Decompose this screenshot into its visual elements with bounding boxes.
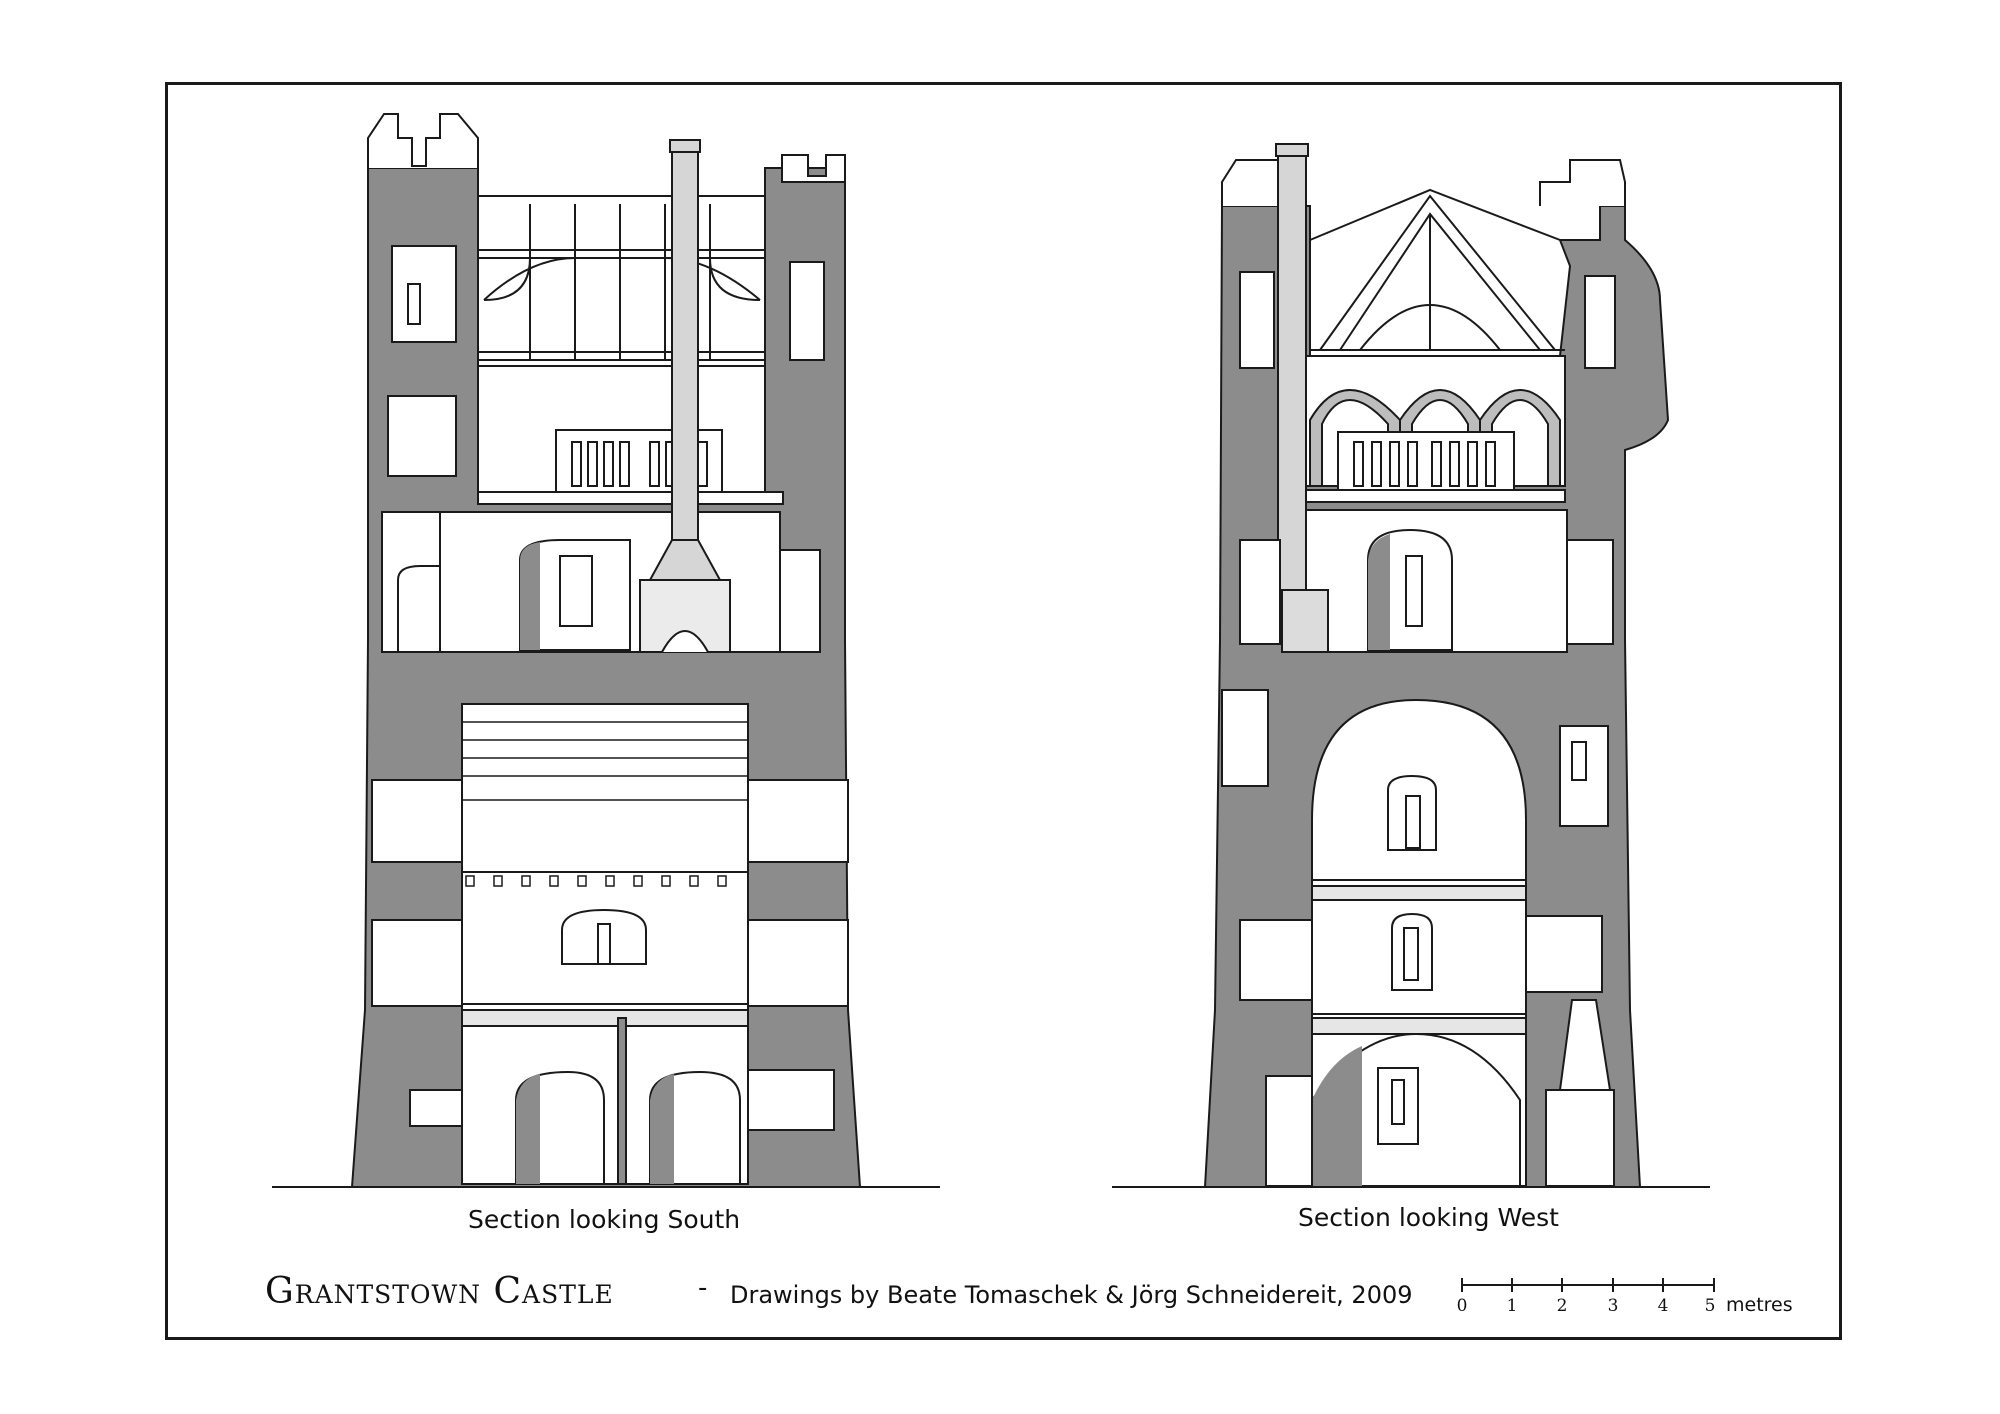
south-wall-chamber-2 [387,395,457,477]
scale-tick-label: 5 [1704,1296,1716,1316]
scale-tick-label: 0 [1456,1296,1468,1316]
drawing-title: Grantstown Castle [265,1271,614,1312]
south-section [272,113,940,1188]
south-chimney [671,151,699,553]
south-left-passage-1 [371,779,463,863]
west-left-recess-2 [1239,539,1281,645]
west-left-recess-1 [1239,271,1275,369]
south-barrel-vault [461,703,749,873]
scale-unit-label: metres [1726,1294,1793,1316]
south-vault-right [649,1070,741,1184]
west-left-stair [1221,689,1269,787]
west-section [1112,143,1710,1188]
west-section-caption: Section looking West [1298,1203,1559,1232]
scale-tick-label: 2 [1556,1296,1568,1316]
west-roof-truss [1309,188,1572,357]
title-separator: - [698,1273,708,1303]
scale-bar [1461,1278,1715,1292]
south-right-passage-2 [747,919,849,1007]
south-vault-left [515,1070,605,1184]
south-right-battlement [781,154,846,183]
south-right-recess-1 [789,261,825,361]
west-floor-beam [1279,489,1566,503]
west-balcony [1337,431,1515,491]
scale-tick-label: 3 [1607,1296,1619,1316]
south-wall-chamber-1 [391,245,457,343]
south-left-passage-2 [371,919,463,1007]
west-right-recess-2 [1566,539,1614,645]
drawing-credit: Drawings by Beate Tomaschek & Jörg Schne… [730,1281,1413,1309]
south-right-recess-2 [779,549,821,653]
west-right-passage [1525,915,1603,993]
west-stone-fireplace [1281,589,1329,653]
south-chimney-top [669,139,701,153]
west-left-passage [1239,919,1313,1001]
south-section-caption: Section looking South [468,1205,741,1234]
south-roof-timbers [477,195,766,367]
scale-tick-label: 4 [1657,1296,1669,1316]
west-ground-left-passage [1265,1075,1313,1187]
south-left-battlement [367,113,479,168]
west-right-recess-1 [1584,275,1616,369]
west-right-battlement [1539,159,1626,206]
south-wall-chamber-3 [381,511,441,653]
south-window [559,555,593,627]
west-entrance [1545,1089,1615,1187]
west-chimney-top [1275,143,1309,157]
south-right-passage-1 [747,779,849,863]
south-ground-left-passage [409,1089,463,1127]
west-chimney [1277,155,1307,591]
west-window [1405,555,1423,627]
south-floor-beam [477,491,784,505]
scale-tick-label: 1 [1506,1296,1518,1316]
south-ground-right-passage [747,1069,835,1131]
